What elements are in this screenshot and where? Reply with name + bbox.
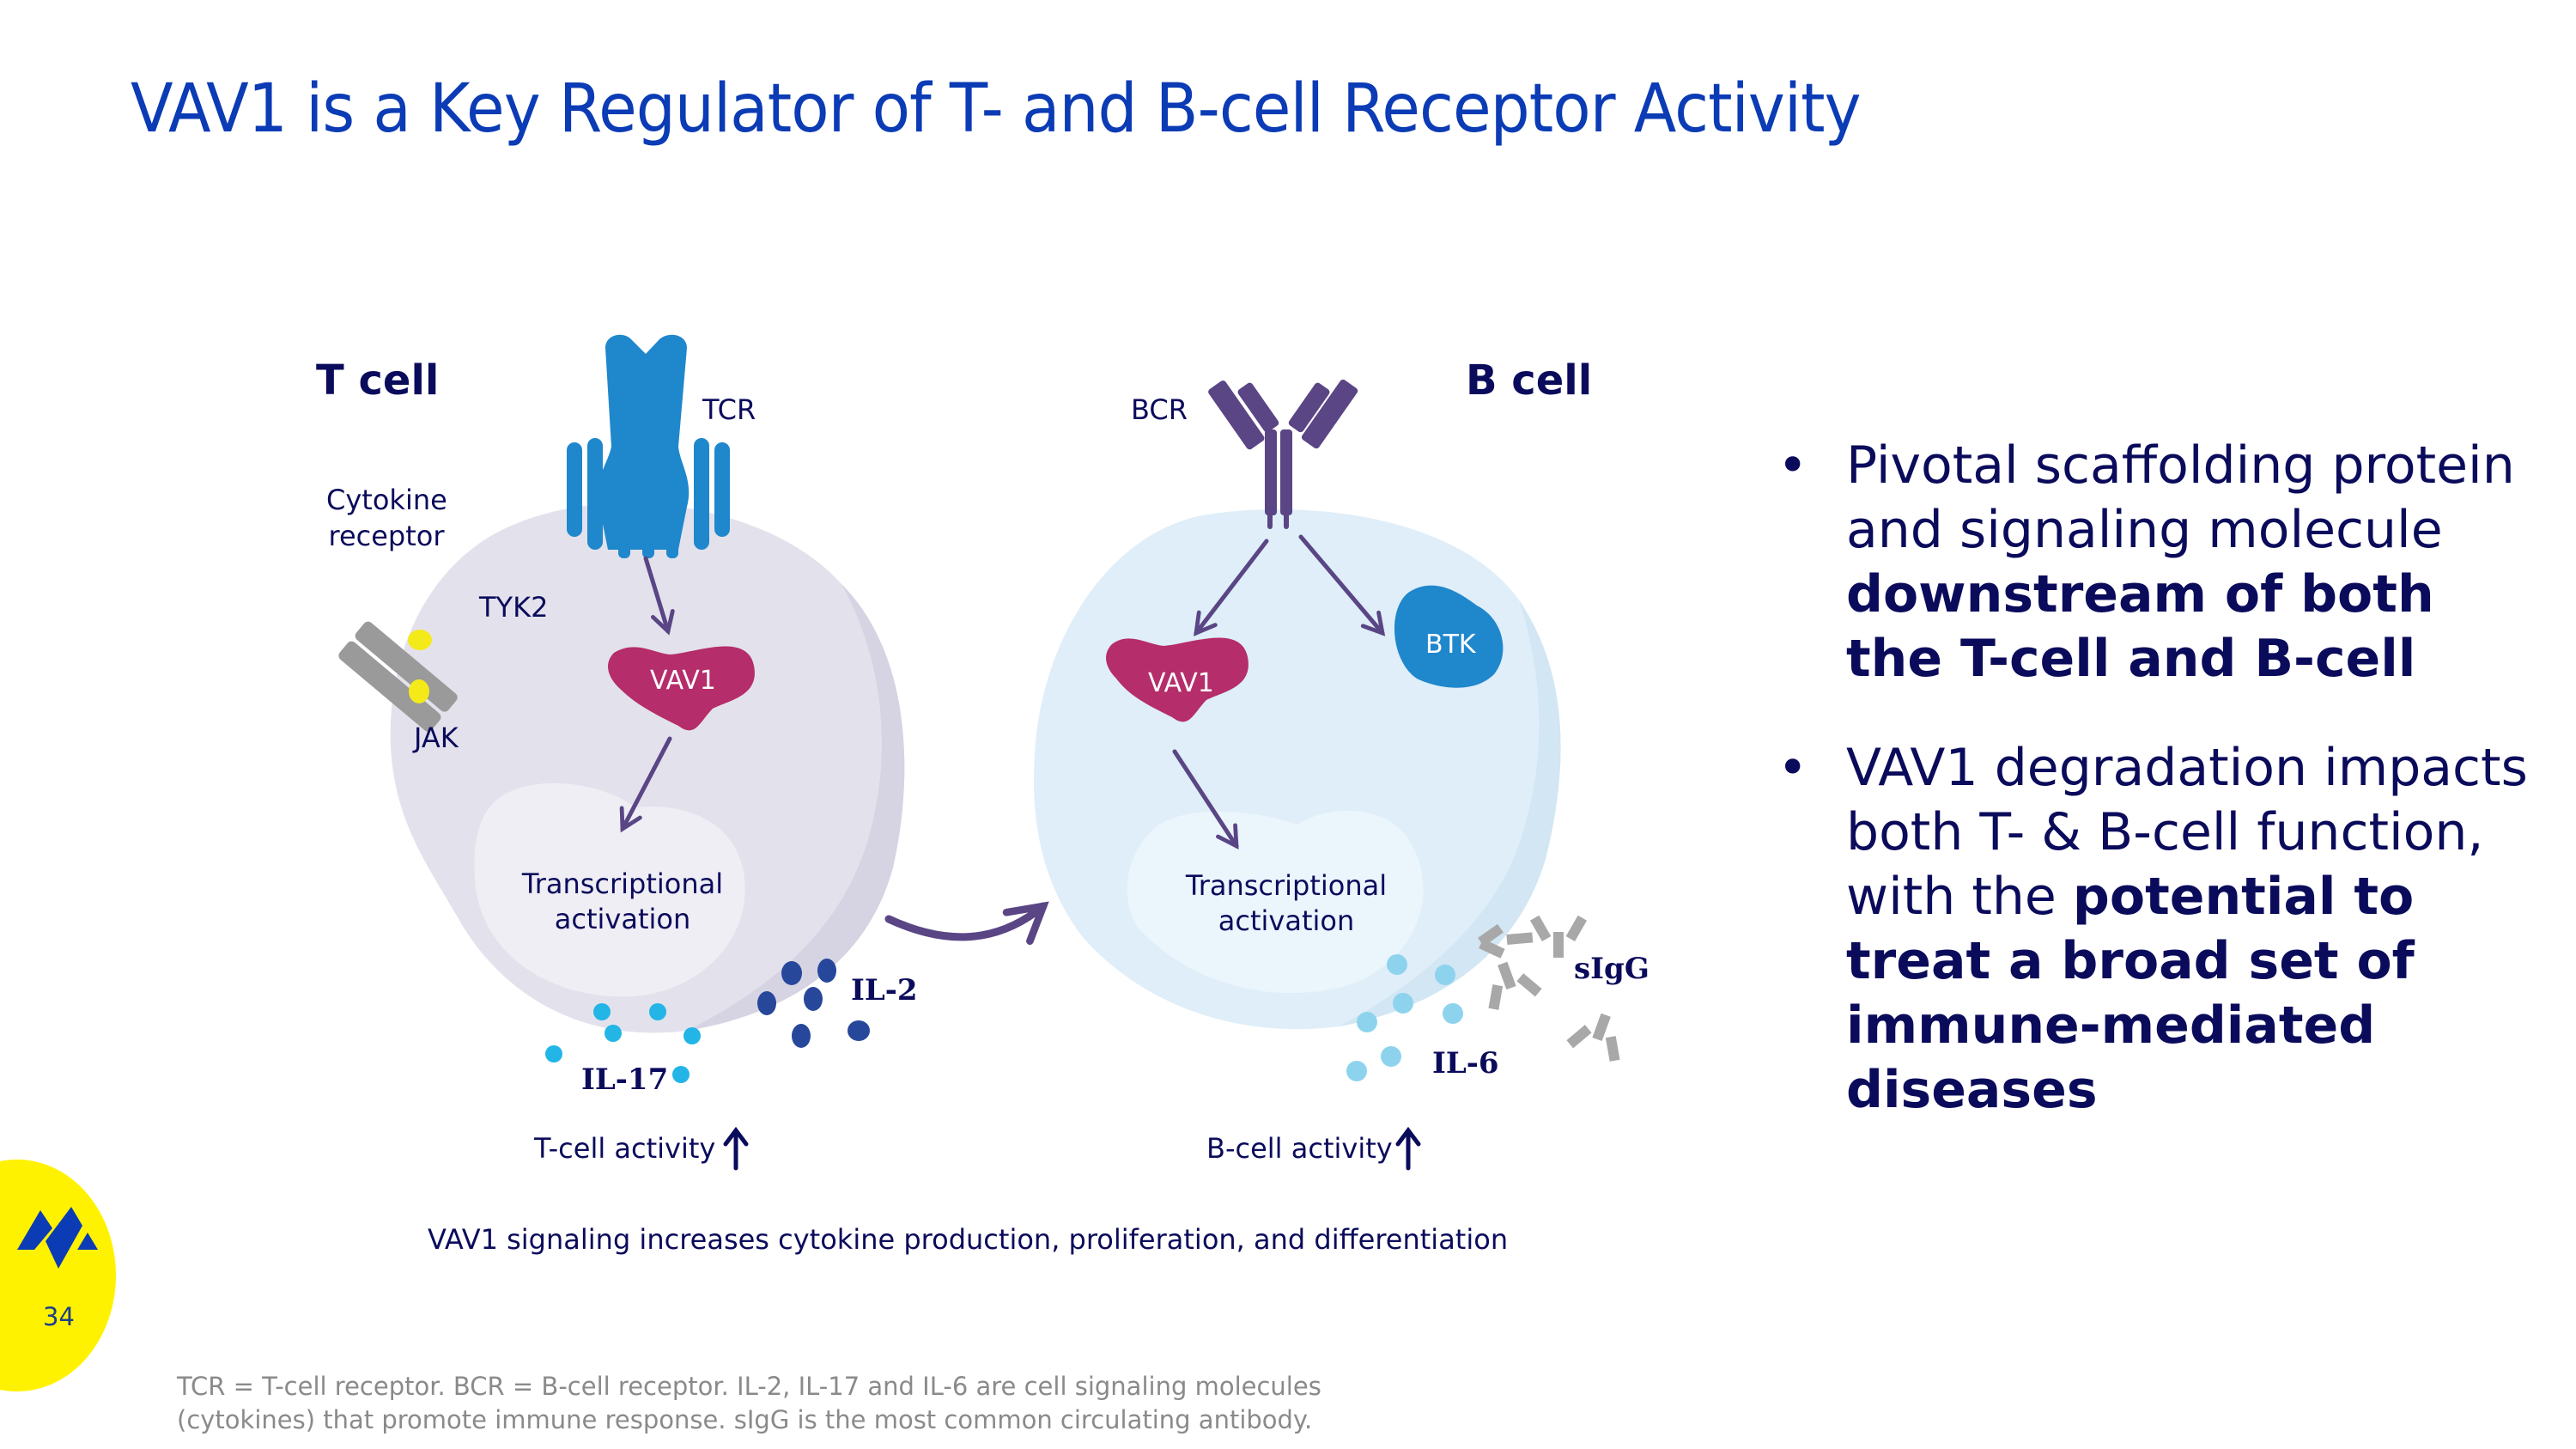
bullet-dot-icon: • bbox=[1777, 738, 1808, 798]
b-nucleus-label-1: Transcriptional bbox=[1185, 869, 1388, 902]
arrow-up-icon-b bbox=[1395, 1126, 1421, 1171]
bullet-emphasis: potential to treat a broad set of immune… bbox=[1846, 867, 2415, 1120]
bullet-text: Pivotal scaffolding protein and signalin… bbox=[1846, 435, 2515, 560]
cytokine-receptor-label-1: Cytokine bbox=[326, 484, 447, 516]
sigg-antibodies bbox=[1478, 915, 1620, 1062]
tyk2-label: TYK2 bbox=[479, 591, 549, 624]
key-points-list: • Pivotal scaffolding protein and signal… bbox=[1777, 434, 2533, 1167]
tyk2-icon bbox=[408, 630, 432, 650]
slide-title: VAV1 is a Key Regulator of T- and B-cell… bbox=[131, 70, 1862, 148]
diagram-caption: VAV1 signaling increases cytokine produc… bbox=[428, 1223, 1509, 1256]
t-cell-activity-label: T-cell activity bbox=[534, 1132, 716, 1165]
sigg-label: sIgG bbox=[1574, 952, 1649, 986]
signal-arrows bbox=[619, 534, 1386, 945]
arrow-up-icon-t bbox=[723, 1126, 749, 1171]
jak-icon bbox=[409, 679, 429, 703]
t-cell-body bbox=[390, 502, 905, 1033]
tcr-receptor-icon bbox=[567, 334, 730, 558]
vav1-t-icon bbox=[608, 646, 755, 731]
bcr-receptor-icon bbox=[1208, 379, 1358, 529]
bullet-emphasis: downstream of both the T-cell and B-cell bbox=[1846, 564, 2434, 689]
t-nucleus-label-1: Transcriptional bbox=[521, 868, 724, 900]
arrow-vav1-to-nucleus-t bbox=[619, 736, 672, 833]
b-cell-nucleus bbox=[1127, 810, 1424, 994]
page-number: 34 bbox=[43, 1302, 75, 1331]
t-nucleus-label-2: activation bbox=[554, 903, 691, 935]
btk-icon bbox=[1394, 585, 1504, 688]
bullet-item: • Pivotal scaffolding protein and signal… bbox=[1777, 434, 2533, 691]
vav1-t-label: VAV1 bbox=[650, 666, 716, 696]
t-cell-nucleus bbox=[474, 782, 745, 997]
footnote: TCR = T-cell receptor. BCR = B-cell rece… bbox=[177, 1370, 1321, 1437]
il17-molecules bbox=[545, 1003, 701, 1083]
cytokine-receptor-icon bbox=[338, 621, 458, 732]
bullet-text: VAV1 degradation impacts both T- & B-cel… bbox=[1846, 738, 2528, 927]
b-cell-activity-label: B-cell activity bbox=[1206, 1132, 1393, 1165]
il2-molecules bbox=[757, 959, 870, 1048]
arrow-vav1-to-nucleus-b bbox=[1172, 749, 1239, 850]
vav1-b-icon bbox=[1106, 637, 1249, 722]
arrow-t-to-b-cell bbox=[884, 901, 1049, 945]
arrow-bcr-to-vav1 bbox=[1194, 539, 1269, 636]
il6-label: IL-6 bbox=[1432, 1046, 1499, 1081]
cytokine-receptor-label-2: receptor bbox=[328, 520, 445, 552]
il6-molecules bbox=[1346, 954, 1463, 1081]
b-cell-body bbox=[1034, 509, 1561, 1030]
b-cell-title: B cell bbox=[1466, 356, 1593, 405]
tcr-label: TCR bbox=[702, 393, 756, 426]
t-cell-title: T cell bbox=[316, 356, 440, 405]
bullet-item: • VAV1 degradation impacts both T- & B-c… bbox=[1777, 736, 2533, 1123]
jak-label: JAK bbox=[414, 721, 459, 754]
company-logo-icon bbox=[17, 1207, 98, 1269]
arrow-bcr-to-btk bbox=[1298, 534, 1386, 636]
il17-label: IL-17 bbox=[581, 1062, 669, 1097]
bullet-dot-icon: • bbox=[1777, 435, 1808, 496]
footnote-line-1: TCR = T-cell receptor. BCR = B-cell rece… bbox=[177, 1372, 1321, 1401]
vav1-b-label: VAV1 bbox=[1148, 668, 1214, 698]
il2-label: IL-2 bbox=[851, 973, 918, 1008]
b-nucleus-label-2: activation bbox=[1218, 904, 1355, 937]
footnote-line-2: (cytokines) that promote immune response… bbox=[177, 1405, 1313, 1434]
bcr-label: BCR bbox=[1131, 393, 1188, 426]
arrow-tcr-to-vav1 bbox=[643, 556, 675, 636]
btk-label: BTK bbox=[1425, 630, 1476, 660]
